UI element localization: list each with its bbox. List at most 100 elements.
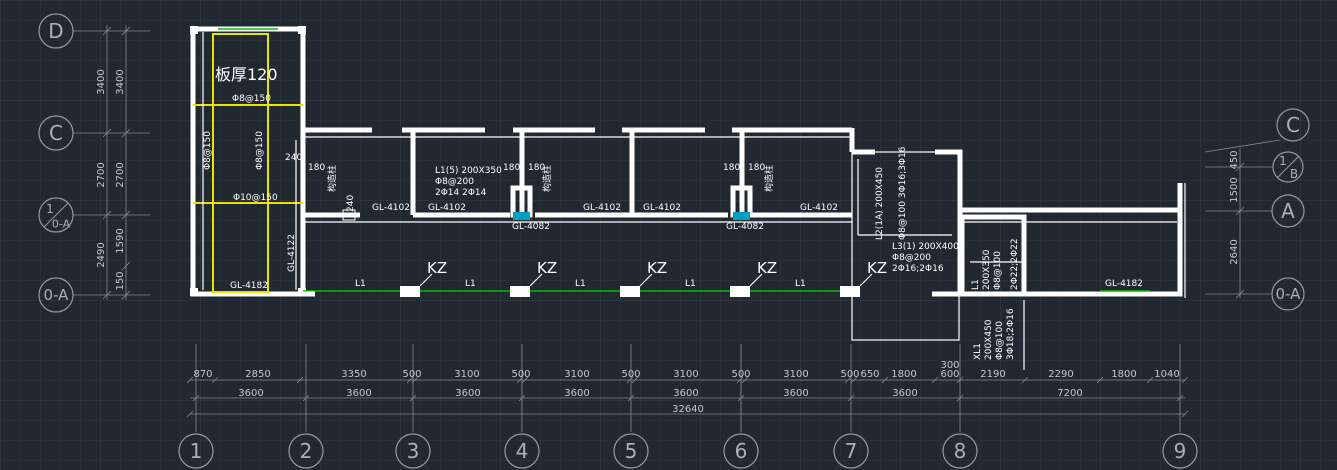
dim-tick-row2-0 (192, 394, 200, 402)
axis-bubble-bottom-7 (833, 433, 869, 469)
beam-gl4182-left: GL-4182 (230, 281, 268, 291)
dim-tick-row1-16 (1021, 376, 1029, 384)
dim-240-b: 240 (346, 195, 356, 212)
beam-l1-e: L1 (795, 279, 806, 289)
dim-tick-row2-7 (956, 394, 964, 402)
axis-label-1: 1 (46, 202, 54, 216)
beam-vertical-b-stirrup: Φ8@100 (995, 321, 1005, 360)
axis-bubble-bottom-1 (178, 433, 214, 469)
dim-tick-row1-11 (844, 376, 852, 384)
axis-label-bottom-7: 7 (845, 439, 858, 463)
dim-row1-18: 1040 (1154, 369, 1179, 380)
dim-tick-row1-19 (1181, 376, 1189, 384)
column-note-c: 构造柱 (763, 165, 775, 192)
beam-l1-d: L1 (685, 279, 696, 289)
beam-l1-rebar-2: 2Φ14 2Φ14 (435, 188, 487, 198)
dim-tick-row2-3 (518, 394, 526, 402)
dim-row2-4: 3600 (673, 388, 698, 399)
beam-gl4102-d: GL-4102 (643, 203, 681, 213)
axis-label-c: C (49, 121, 63, 145)
beam-gl4122: GL-4122 (287, 234, 297, 272)
axis-label-d: D (48, 19, 63, 43)
axis-sublabel-0a: 0-A (52, 218, 71, 231)
dim-240: 240 (285, 153, 302, 163)
dim-tick-row1-1 (211, 376, 219, 384)
dim-tick-row2-1 (302, 394, 310, 402)
beam-vertical-b-size: 200X450 (984, 319, 994, 360)
dim-row2-1: 3600 (346, 388, 371, 399)
dim-total: 32640 (672, 404, 704, 415)
left-dimensions: 3400 2700 2490 3400 2700 1590 150 (96, 25, 131, 300)
dim-row1-2: 3350 (341, 369, 366, 380)
beam-gl4082-a: GL-4082 (512, 222, 550, 232)
axis-sublabel-right-b: B (1290, 167, 1298, 181)
dim-tick-row1-6 (521, 376, 529, 384)
beam-gl4182-right: GL-4182 (1105, 279, 1143, 289)
axis-label-right-1: 1 (1279, 154, 1287, 168)
axis-bubble-bottom-4 (504, 433, 540, 469)
dim-left-inner-1590: 1590 (115, 228, 126, 253)
dim-right-1500: 1500 (1229, 177, 1240, 202)
beam-vertical-b-name: XL1 (973, 343, 983, 360)
axis-label-bottom-8: 8 (954, 439, 967, 463)
dim-row1-16: 2290 (1048, 369, 1073, 380)
axis-bubble-bottom-5 (613, 433, 649, 469)
beam-gl4102-c: GL-4102 (583, 203, 621, 213)
beam-l1-a: L1 (355, 279, 366, 289)
beam-l3-rebar-2: 2Φ16;2Φ16 (892, 264, 944, 274)
beam-l1-b: L1 (465, 279, 476, 289)
right-axis-bubbles: C 1 B A 0-A 450 1500 2640 (1204, 108, 1310, 311)
dim-tick-row1-18 (1146, 376, 1154, 384)
dim-left-2700: 2700 (96, 162, 107, 187)
axis-label-bottom-2: 2 (300, 439, 313, 463)
column-note-b: 构造柱 (541, 165, 553, 192)
beam-l1-spec: L1(5) 200X350 (435, 166, 502, 176)
dim-tick-row2-2 (409, 394, 417, 402)
axis-bubble-bottom-6 (723, 433, 759, 469)
column-kz-3: KZ (427, 259, 447, 277)
dim-180-c: 180 (528, 163, 545, 173)
column-kz-6: KZ (757, 259, 777, 277)
axis-label-bottom-3: 3 (407, 439, 420, 463)
axis-label-right-0a: 0-A (1276, 285, 1302, 303)
rebar-vertical-1: Φ8@150 (203, 131, 213, 170)
dim-180-a: 180 (308, 163, 325, 173)
dim-tick-row2-4 (627, 394, 635, 402)
dim-300: 300 (940, 360, 959, 371)
beam-l2-rebar: Φ8@100 3Φ16;3Φ16 (898, 146, 908, 240)
dim-tick-row1-14 (931, 376, 939, 384)
dim-tick-row1-13 (881, 376, 889, 384)
dim-tick-total-0 (186, 410, 194, 418)
dim-row2-7: 7200 (1057, 388, 1082, 399)
beam-gl4102-e: GL-4102 (800, 203, 838, 213)
dim-row1-14: 600 (940, 369, 959, 380)
dim-row2-3: 3600 (564, 388, 589, 399)
beam-l1-rebar-1: Φ8@200 (435, 177, 474, 187)
dim-row2-5: 3600 (783, 388, 808, 399)
dim-tick-row1-3 (406, 376, 414, 384)
beam-l3-rebar-1: Φ8@200 (892, 253, 931, 263)
beam-vertical-a-size: 200X350 (982, 249, 992, 290)
dim-tick-row1-9 (736, 376, 744, 384)
axis-bubble-bottom-8 (942, 433, 978, 469)
dim-tick-row1-5 (516, 376, 524, 384)
dim-tick-row1-0 (186, 376, 194, 384)
dim-row1-15: 2190 (980, 369, 1005, 380)
main-rooms: KZ KZ KZ KZ KZ L1 L1 L1 L1 L1 GL-4102 GL… (303, 127, 887, 297)
dim-row2-0: 3600 (238, 388, 263, 399)
dim-row2-2: 3600 (455, 388, 480, 399)
axis-label-bottom-4: 4 (516, 439, 529, 463)
dim-tick-row1-15 (956, 376, 964, 384)
beam-gl4082-b: GL-4082 (726, 222, 764, 232)
dim-row1-8: 3100 (673, 369, 698, 380)
left-axis-bubbles: D C 1 0-A 0-A (38, 13, 150, 313)
dim-row1-12: 650 (860, 369, 879, 380)
beam-l3-spec: L3(1) 200X400 (892, 242, 959, 252)
dim-row1-9: 500 (731, 369, 750, 380)
dim-row1-5: 500 (511, 369, 530, 380)
beam-vertical-a-name: L1 (971, 279, 981, 290)
axis-label-bottom-9: 9 (1174, 439, 1187, 463)
